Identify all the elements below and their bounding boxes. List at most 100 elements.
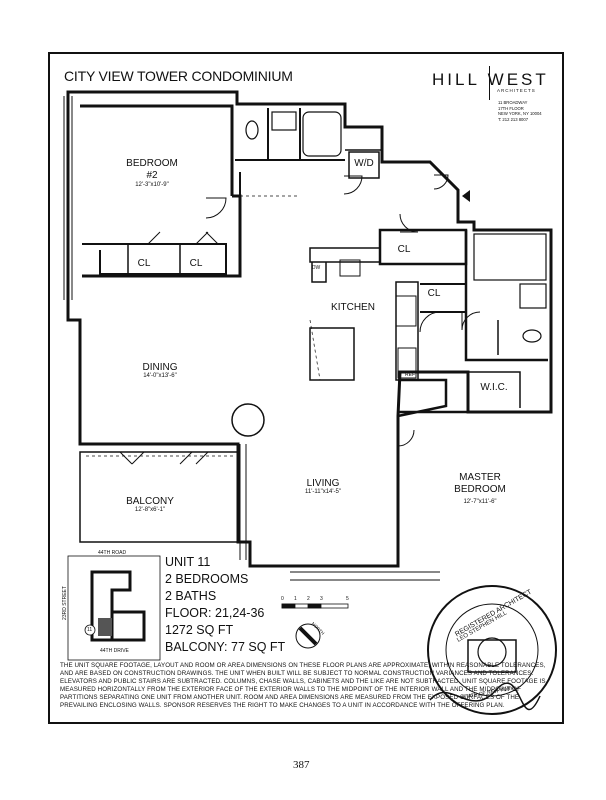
keyplan-frame (67, 555, 161, 661)
washer-dryer (348, 151, 380, 179)
keyplan-unit-number: 11 (87, 627, 93, 633)
room-label-master-bedroom: MASTER BEDROOM 12'-7"x11'-6" (440, 472, 520, 508)
interior-wall (127, 244, 181, 274)
closet-label: CL (137, 258, 151, 269)
unit-number: UNIT 11 (165, 555, 211, 569)
unit-square-feet: 1272 SQ FT (165, 623, 234, 637)
master-vanity (519, 283, 547, 309)
page-number: 387 (293, 759, 310, 771)
room-dimension: 12'-8"x6'-1" (134, 507, 166, 513)
toilet (245, 120, 259, 140)
room-label-wd: W/D (354, 158, 374, 169)
signature (429, 682, 541, 711)
dashed-line (86, 195, 321, 457)
scale-bar-segment (281, 603, 296, 609)
appliance-label-dw: DW (311, 265, 321, 271)
architect-stamp (427, 585, 557, 715)
door-swing (147, 231, 219, 245)
room-label-kitchen: KITCHEN (318, 302, 388, 313)
address-line: T: 212 213 8007 (498, 116, 529, 122)
refrigerator (397, 347, 417, 379)
scale-bar-segment (307, 603, 322, 609)
room-label-balcony: BALCONY 12'-8"x6'-1" (110, 496, 190, 513)
scale-label: 0 (281, 596, 284, 602)
unit-balcony-area: BALCONY: 77 SQ FT (165, 640, 286, 654)
balcony-outline (79, 451, 239, 543)
room-dimension: 11'-11"x14'-5" (304, 489, 341, 495)
room-label-dining: DINING 14'-0"x13'-6" (120, 362, 200, 379)
appliance-label-ref: REF (405, 372, 415, 378)
page-title: CITY VIEW TOWER CONDOMINIUM (64, 68, 293, 84)
interior-wall (80, 104, 234, 196)
kitchen-island (309, 327, 355, 381)
room-name: BEDROOM (454, 484, 506, 495)
unit-bedrooms: 2 BEDROOMS (165, 572, 249, 586)
keyplan-street-bottom: 44TH DRIVE (100, 648, 129, 654)
door-swing (397, 429, 415, 447)
closet-label: CL (427, 288, 441, 299)
architect-address: 11 BROADWAY 17TH FLOOR NEW YORK, NY 1000… (498, 100, 542, 122)
room-dimension: 12'-7"x11'-6" (463, 499, 497, 505)
interior-wall (82, 194, 242, 278)
window-wall-left (63, 96, 73, 300)
shower (473, 233, 547, 281)
room-dimension: 12'-3"x10'-9" (135, 182, 169, 188)
room-label-wic: W.I.C. (480, 382, 508, 393)
keyplan-unit-marker (84, 624, 96, 636)
keyplan-building (90, 570, 146, 642)
range (395, 295, 417, 327)
room-name: LIVING (306, 478, 340, 489)
logo-left-word: HILL (432, 70, 480, 89)
room-name: MASTER (459, 472, 501, 483)
master-toilet (522, 329, 542, 343)
interior-wall (395, 281, 419, 381)
scale-label: 1 (294, 596, 297, 602)
unit-floor: FLOOR: 21,24-36 (165, 606, 265, 620)
door-swing (399, 213, 419, 233)
room-dimension: 14'-0"x13'-6" (143, 373, 177, 379)
bathtub (302, 111, 342, 157)
architect-logo: HILL WEST (432, 70, 549, 90)
door-swing (205, 197, 227, 219)
interior-wall (464, 230, 548, 362)
interior-wall (82, 243, 227, 275)
logo-right-word: WEST (487, 70, 549, 89)
kitchen-counter (309, 247, 381, 283)
kitchen-sink (339, 259, 361, 277)
door-swing (419, 311, 441, 333)
room-label-living: LIVING 11'-11"x14'-5" (288, 478, 358, 495)
interior-wall (396, 378, 551, 430)
unit-info-block: UNIT 11 2 BEDROOMS 2 BATHS FLOOR: 21,24-… (165, 554, 285, 656)
address-line: 11 BROADWAY (498, 100, 528, 105)
plan-sheet-border (48, 52, 564, 724)
window-wall-balcony (239, 444, 247, 560)
keyplan-street-top: 44TH ROAD (98, 550, 127, 556)
column (231, 403, 265, 437)
entry-arrow (462, 190, 470, 202)
door-swing (119, 451, 209, 465)
room-label-bedroom-2: BEDROOM #2 12'-3"x10'-9" (112, 158, 192, 188)
logo-subtitle: ARCHITECTS (497, 88, 536, 93)
keyplan-street-side: 23RD STREET (61, 586, 68, 620)
scale-label: 2 (307, 596, 310, 602)
address-line: 17TH FLOOR (498, 105, 524, 111)
room-name: DINING (142, 362, 178, 373)
room-name: KITCHEN (331, 302, 375, 313)
scale-label: 3 (320, 596, 323, 602)
address-line: NEW YORK, NY 10004 (498, 111, 542, 117)
window-wall-bottom (290, 571, 440, 581)
closet-label: CL (189, 258, 203, 269)
closet-label: CL (397, 244, 411, 255)
keyplan-unit-highlight (98, 618, 112, 636)
north-arrow-needle (298, 626, 318, 646)
logo-divider (489, 66, 490, 100)
vanity (271, 111, 297, 131)
interior-wall (235, 108, 345, 161)
interior-wall (468, 371, 521, 408)
room-name: BEDROOM #2 (126, 158, 178, 181)
scale-label: 5 (346, 596, 349, 602)
disclaimer-text: THE UNIT SQUARE FOOTAGE, LAYOUT AND ROOM… (60, 662, 546, 709)
unit-baths: 2 BATHS (165, 589, 217, 603)
door-swing (461, 311, 481, 331)
